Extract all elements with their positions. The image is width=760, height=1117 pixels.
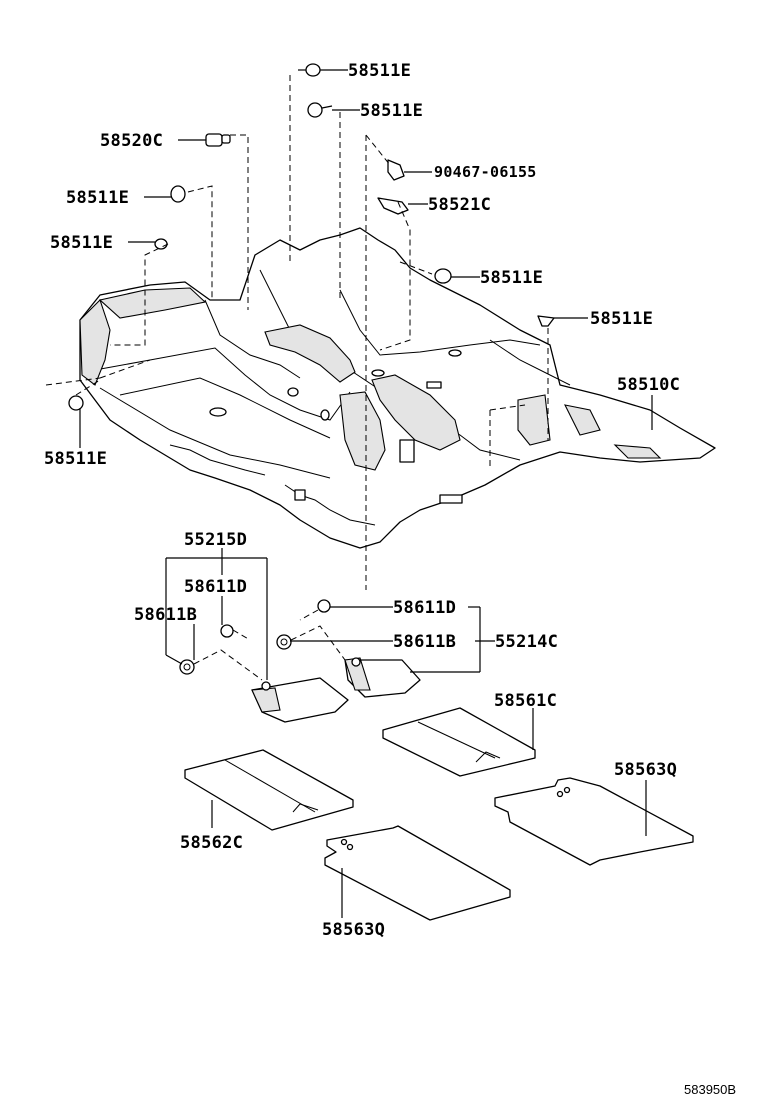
callout-58563Q-right: 58563Q <box>614 760 677 780</box>
bolt-90467-06155 <box>387 159 405 181</box>
clip-58511E-top <box>298 63 321 77</box>
diagram-code: 583950B <box>684 1082 736 1097</box>
heel-pad-dash-lines <box>193 609 346 681</box>
floor-mat-58563Q-left <box>324 825 511 921</box>
bracket-58521C <box>377 197 409 215</box>
clip-58511E-top2 <box>307 102 333 118</box>
floor-carpet <box>79 227 716 549</box>
callout-58511E-3: 58511E <box>66 188 129 208</box>
clip-58611D-right <box>317 599 331 613</box>
callout-58510C: 58510C <box>617 375 680 395</box>
leader-lines <box>79 69 653 918</box>
heel-pad-left <box>251 677 349 723</box>
heel-pad-right <box>344 657 421 698</box>
callout-58511E-1: 58511E <box>348 61 411 81</box>
callout-58511E-2: 58511E <box>360 101 423 121</box>
floor-mat-58561C <box>382 707 536 777</box>
callout-90467-06155: 90467-06155 <box>434 163 537 181</box>
clip-58611D-left <box>220 624 234 638</box>
callout-58511E-5: 58511E <box>480 268 543 288</box>
clip-58511E-right2 <box>537 315 555 327</box>
clip-58511E-left1 <box>170 185 186 203</box>
callout-58611B-left: 58611B <box>134 605 197 625</box>
floor-mat-58563Q-right <box>494 777 694 866</box>
callout-58520C: 58520C <box>100 131 163 151</box>
callout-55215D: 55215D <box>184 530 247 550</box>
clip-58511E-right1 <box>434 268 452 284</box>
clip-58520C <box>205 133 231 147</box>
floor-mat-58562C <box>184 749 354 831</box>
callout-58511E-6: 58511E <box>590 309 653 329</box>
callout-58511E-4: 58511E <box>50 233 113 253</box>
assembly-lines <box>45 75 549 590</box>
clip-58611B-right <box>276 634 292 650</box>
clip-58611B-left <box>179 659 195 675</box>
callout-58521C: 58521C <box>428 195 491 215</box>
callout-58562C: 58562C <box>180 833 243 853</box>
callout-58611D-left: 58611D <box>184 577 247 597</box>
callout-58511E-7: 58511E <box>44 449 107 469</box>
callout-58611B-right: 58611B <box>393 632 456 652</box>
clip-58511E-left2 <box>154 238 168 250</box>
callout-55214C: 55214C <box>495 632 558 652</box>
callout-58611D-right: 58611D <box>393 598 456 618</box>
clip-58511E-lower-left <box>68 395 84 411</box>
callout-labels: 58511E 58511E 58520C 90467-06155 58511E … <box>44 61 680 940</box>
callout-58561C: 58561C <box>494 691 557 711</box>
callout-58563Q-left: 58563Q <box>322 920 385 940</box>
